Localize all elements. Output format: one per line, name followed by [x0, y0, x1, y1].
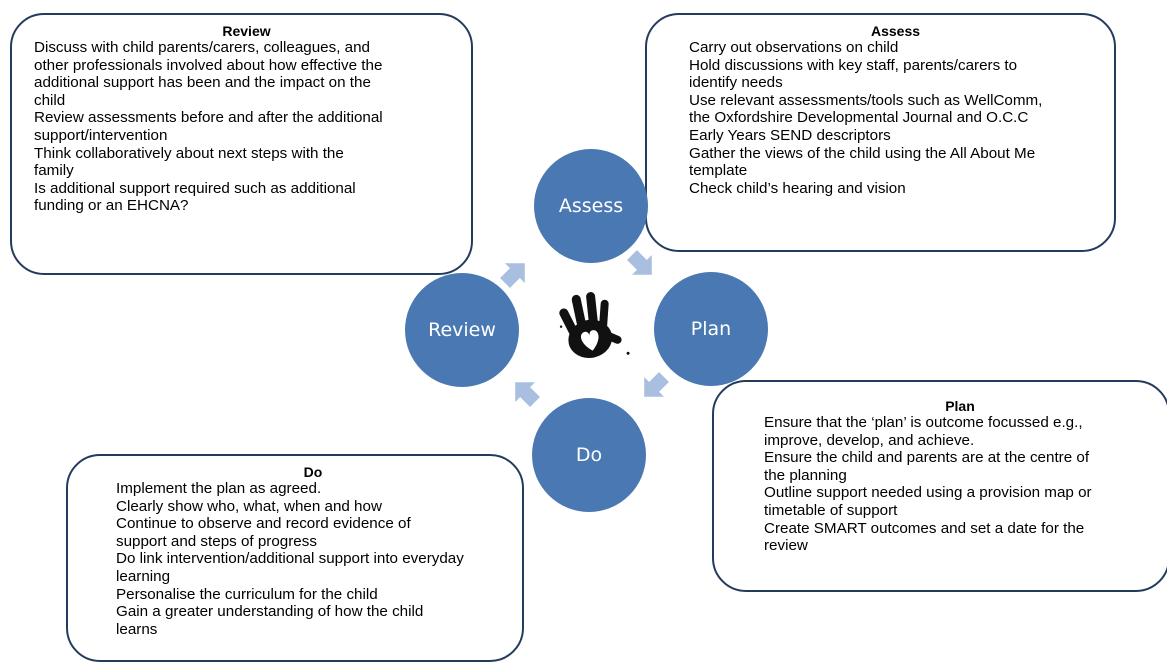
list-item: Gain a greater understanding of how the … — [116, 603, 424, 621]
list-item: the Oxfordshire Developmental Journal an… — [689, 109, 1029, 127]
list-item: improve, develop, and achieve. — [764, 431, 975, 449]
list-item: Review assessments before and after the … — [34, 109, 383, 127]
review-circle-label: Review — [428, 319, 496, 341]
review-box: Review Discuss with child parents/carers… — [10, 13, 473, 275]
list-item: Is additional support required such as a… — [34, 179, 356, 197]
list-item: Personalise the curriculum for the child — [116, 585, 378, 603]
plan-box-title: Plan — [945, 398, 975, 414]
list-item: Create SMART outcomes and set a date for… — [764, 519, 1085, 537]
list-item: Implement the plan as agreed. — [116, 480, 322, 497]
list-item: learning — [116, 567, 171, 585]
do-box-title: Do — [303, 464, 323, 480]
review-box-list: Discuss with child parents/carers, colle… — [34, 39, 459, 215]
list-item: the planning — [764, 466, 847, 484]
list-item: Continue to observe and record evidence … — [116, 515, 411, 533]
arrow-assess-to-plan — [627, 250, 652, 275]
assess-circle: Assess — [534, 149, 648, 263]
list-item: additional support has been and the impa… — [34, 74, 371, 92]
list-item: Think collaboratively about next steps w… — [34, 144, 344, 162]
list-item: funding or an EHCNA? — [34, 197, 189, 215]
list-item: Clearly show who, what, when and how — [116, 497, 382, 515]
list-item: Check child’s hearing and vision — [689, 179, 906, 197]
list-item: Early Years SEND descriptors — [689, 126, 891, 144]
do-box-list: Implement the plan as agreed.Clearly sho… — [116, 480, 510, 638]
list-item: Ensure the child and parents are at the … — [764, 449, 1090, 467]
plan-box: Plan Ensure that the ‘plan’ is outcome f… — [712, 380, 1167, 592]
assess-box-title: Assess — [870, 23, 921, 39]
list-item: child — [34, 91, 66, 109]
list-item: Do link intervention/additional support … — [116, 550, 464, 568]
do-circle-label: Do — [575, 444, 603, 466]
plan-box-list: Ensure that the ‘plan’ is outcome focuss… — [764, 414, 1156, 555]
plan-circle: Plan — [654, 272, 768, 386]
list-item: identify needs — [689, 74, 783, 92]
arrow-plan-to-do — [644, 372, 669, 397]
list-item: Use relevant assessments/tools such as W… — [689, 91, 1043, 109]
plan-circle-label: Plan — [690, 318, 732, 340]
review-circle: Review — [405, 273, 519, 387]
list-item: support/intervention — [34, 126, 168, 144]
list-item: timetable of support — [764, 501, 898, 519]
list-item: support and steps of progress — [116, 532, 317, 550]
list-item: Gather the views of the child using the … — [689, 144, 1036, 162]
list-item: Hold discussions with key staff, parents… — [689, 56, 1018, 74]
list-item: template — [689, 162, 748, 180]
list-item: learns — [116, 620, 158, 638]
list-item: review — [764, 537, 808, 555]
assess-circle-label: Assess — [558, 195, 624, 217]
list-item: Outline support needed using a provision… — [764, 484, 1092, 502]
handprint-heart-icon — [559, 292, 630, 359]
list-item: Carry out observations on child — [689, 39, 899, 56]
arrow-review-to-assess — [500, 263, 525, 288]
review-box-title: Review — [222, 23, 271, 39]
do-box: Do Implement the plan as agreed.Clearly … — [66, 454, 524, 662]
list-item: Discuss with child parents/carers, colle… — [34, 39, 370, 56]
list-item: family — [34, 162, 74, 180]
do-circle: Do — [532, 398, 646, 512]
list-item: other professionals involved about how e… — [34, 56, 383, 74]
arrow-do-to-review — [515, 382, 540, 407]
list-item: Ensure that the ‘plan’ is outcome focuss… — [764, 414, 1083, 431]
